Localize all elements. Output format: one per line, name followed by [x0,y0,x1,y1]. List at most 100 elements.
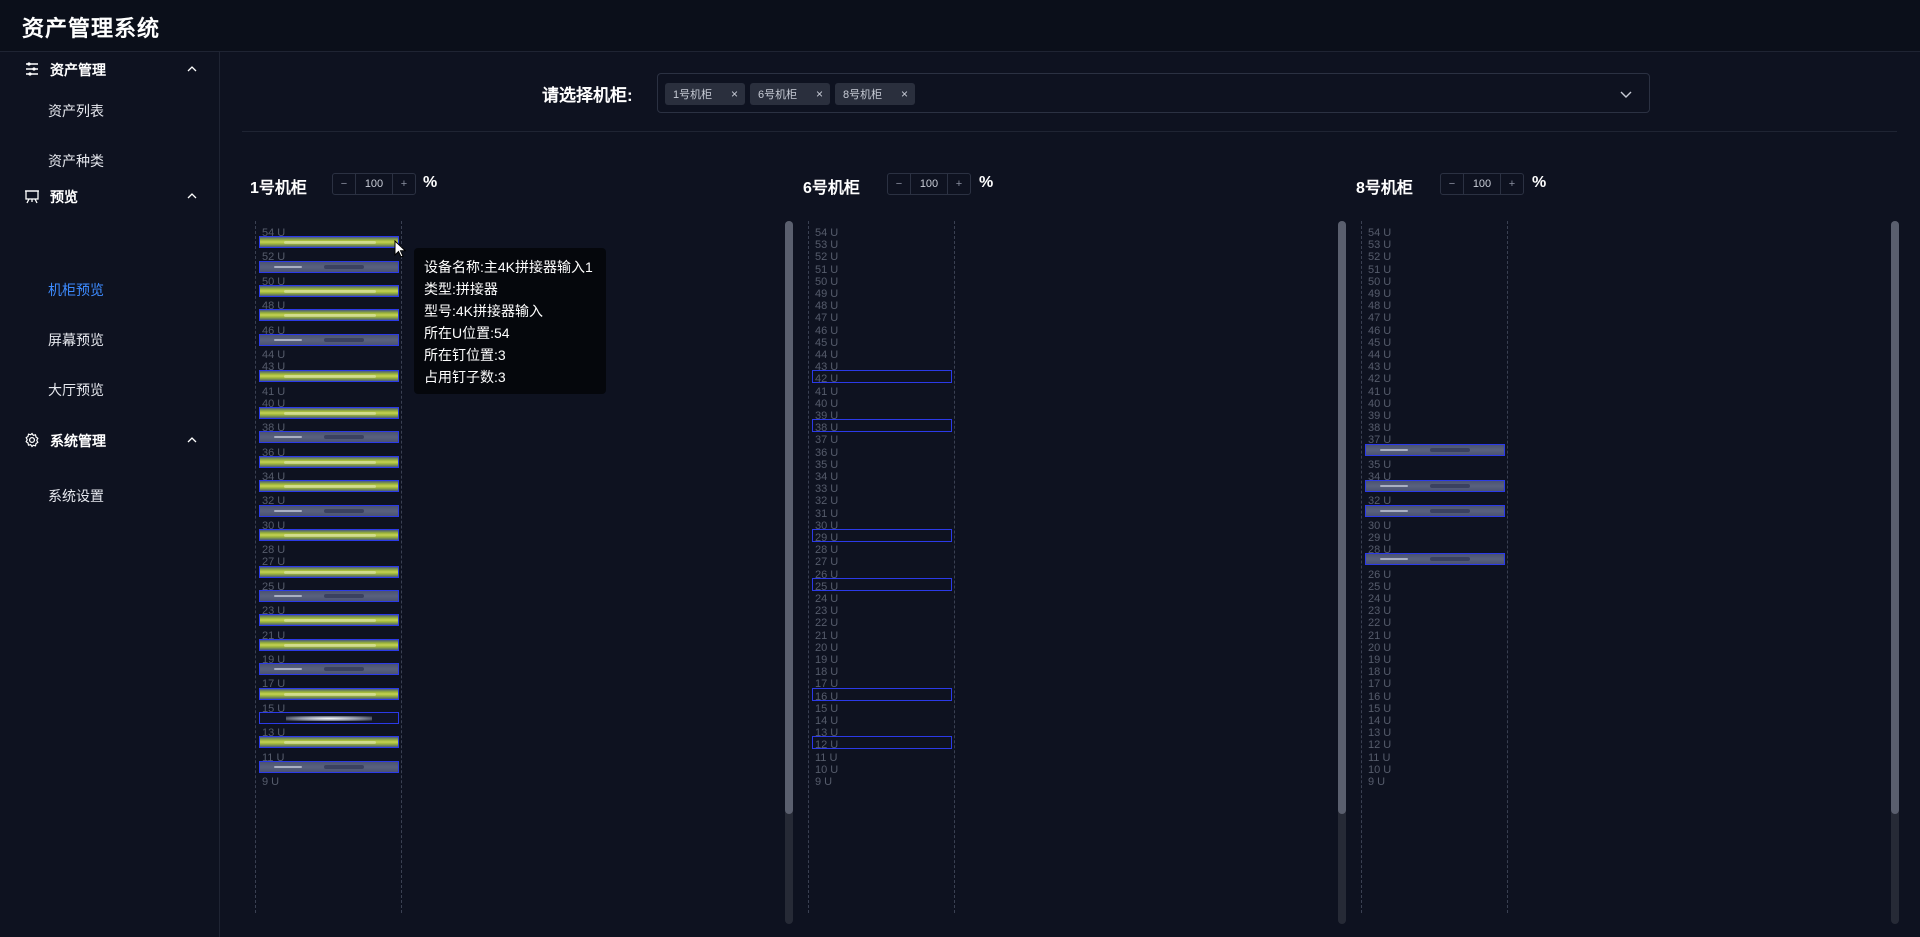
u-position-label: 51 U [1368,263,1392,276]
u-position-label: 15 U [262,702,286,715]
scrollbar-thumb[interactable] [1891,221,1899,814]
u-position-label: 48 U [262,300,286,313]
u-position-label: 28 U [815,544,839,557]
close-icon[interactable]: × [730,87,738,101]
divider [242,131,1897,132]
rack-device[interactable] [1365,443,1505,456]
app-header: 资产管理系统 [0,0,1920,52]
rack-device[interactable] [259,614,399,627]
chevron-down-icon[interactable] [1619,87,1633,101]
rack-rail [1507,221,1509,913]
rack-device[interactable] [259,760,399,773]
rack-device[interactable] [259,333,399,346]
tooltip-device-type: 类型:拼接器 [424,281,498,297]
rack-device[interactable] [812,529,952,542]
rack-device[interactable] [1365,480,1505,493]
scrollbar[interactable] [1891,221,1899,924]
u-position-label: 20 U [1368,641,1392,654]
close-icon[interactable]: × [900,87,908,101]
rack-device[interactable] [812,370,952,384]
u-position-label: 13 U [815,727,839,740]
rack-device[interactable] [259,480,399,493]
rack-device[interactable] [259,285,399,297]
rack-device[interactable] [259,407,399,419]
rack-device[interactable] [812,736,952,750]
u-position-label: 17 U [1368,678,1392,691]
u-position-label: 45 U [815,336,839,349]
u-position-label: 31 U [815,507,839,520]
rack-device[interactable] [812,687,952,701]
chevron-up-icon[interactable] [186,190,198,202]
rack-multi-select[interactable]: 1号机柜 × 6号机柜 × 8号机柜 × [657,73,1650,113]
zoom-stepper[interactable]: − 100 + [332,173,416,195]
u-position-label: 24 U [1368,593,1392,605]
u-position-label: 26 U [1368,568,1392,581]
rack-device[interactable] [259,590,399,602]
u-position-label: 35 U [1368,458,1392,471]
rack-device[interactable] [259,431,399,444]
sidebar-group-preview[interactable]: 预览 [0,181,220,211]
percent-label: % [1532,174,1547,191]
sidebar-group-system-management[interactable]: 系统管理 [0,425,220,455]
close-icon[interactable]: × [815,87,823,101]
u-position-label: 40 U [262,397,286,410]
u-position-label: 17 U [815,678,839,691]
rack-device[interactable] [259,712,399,724]
zoom-minus-button[interactable]: − [895,178,903,190]
chevron-up-icon[interactable] [186,63,198,75]
scrollbar[interactable] [785,221,793,924]
rack-device[interactable] [1365,553,1505,566]
zoom-minus-button[interactable]: − [1448,178,1456,190]
zoom-value[interactable]: 100 [910,174,948,194]
u-position-label: 41 U [815,385,839,398]
rack-device[interactable] [259,736,399,749]
rack-device[interactable] [259,565,399,578]
rack-device[interactable] [1365,504,1505,517]
zoom-minus-button[interactable]: − [340,178,348,190]
percent-label: % [423,174,438,191]
gear-icon [25,432,39,448]
sidebar-item-asset-type[interactable]: 资产种类 [48,153,104,169]
u-position-label: 38 U [262,422,286,435]
u-position-label: 51 U [815,263,839,276]
scrollbar-thumb[interactable] [1338,221,1346,814]
rack-rail [401,221,403,913]
u-position-label: 39 U [1368,410,1392,422]
rack-device[interactable] [259,455,399,468]
u-position-label: 21 U [262,629,286,642]
zoom-plus-button[interactable]: + [400,178,408,190]
sidebar-item-hall-preview[interactable]: 大厅预览 [48,382,104,398]
scrollbar[interactable] [1338,221,1346,924]
sidebar-item-system-settings[interactable]: 系统设置 [48,488,104,504]
u-position-label: 50 U [1368,275,1392,288]
rack-device[interactable] [259,663,399,676]
zoom-stepper[interactable]: − 100 + [887,173,971,195]
zoom-stepper[interactable]: − 100 + [1440,173,1524,195]
rack-device[interactable] [812,577,952,591]
rack-title: 6号机柜 [803,180,860,197]
u-position-label: 19 U [815,654,839,666]
u-position-label: 15 U [1368,702,1392,715]
chevron-up-icon[interactable] [186,434,198,446]
rack-device[interactable] [259,504,399,517]
rack-device[interactable] [259,370,399,383]
zoom-value[interactable]: 100 [1463,174,1501,194]
sidebar-group-asset-management[interactable]: 资产管理 [0,54,220,84]
sidebar-item-asset-list[interactable]: 资产列表 [48,103,104,119]
zoom-plus-button[interactable]: + [955,178,963,190]
u-position-label: 10 U [815,763,839,776]
rack-device[interactable] [259,687,399,700]
zoom-plus-button[interactable]: + [1508,178,1516,190]
u-position-label: 20 U [815,641,839,654]
rack-device[interactable] [812,419,952,433]
rack-device[interactable] [259,260,399,273]
sidebar-item-screen-preview[interactable]: 屏幕预览 [48,332,104,348]
rack-device[interactable] [259,309,399,322]
rack-device[interactable] [259,638,399,651]
scrollbar-thumb[interactable] [785,221,793,814]
rack-device[interactable] [259,236,399,249]
zoom-value[interactable]: 100 [355,174,393,194]
u-position-label: 32 U [262,495,286,508]
rack-device[interactable] [259,529,399,541]
sidebar-item-rack-preview[interactable]: 机柜预览 [48,282,104,298]
